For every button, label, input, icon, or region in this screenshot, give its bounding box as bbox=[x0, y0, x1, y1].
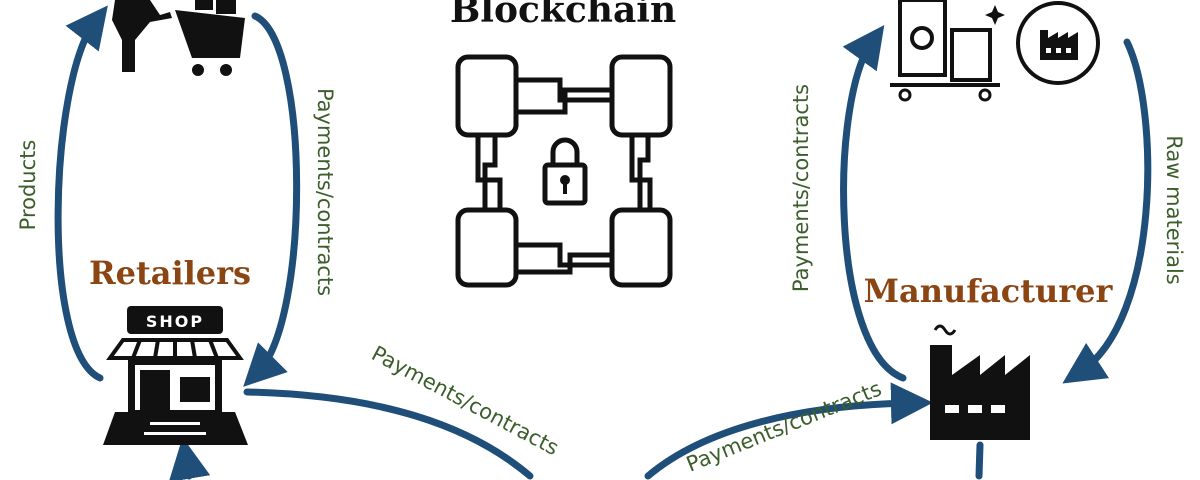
manufacturer-title: Manufacturer bbox=[864, 272, 1114, 310]
products-arrow bbox=[54, 5, 108, 382]
raw-materials-label: Raw materials bbox=[1162, 135, 1186, 284]
bottom-left-arrow bbox=[243, 388, 534, 480]
blockchain-icon bbox=[455, 54, 673, 288]
supplier-goods-icon bbox=[890, 0, 1005, 102]
bottom-payments-left-label: Payments/contracts bbox=[368, 341, 563, 460]
bottom-payments-right-label: Payments/contracts bbox=[683, 376, 885, 476]
bottom-right-arrow bbox=[644, 382, 933, 480]
products-label: Products bbox=[16, 140, 40, 231]
retail-payments-arrow bbox=[243, 12, 301, 387]
supplier-payments-arrow bbox=[840, 24, 907, 382]
raw-materials-arrow bbox=[1062, 38, 1152, 384]
factory-circle-icon bbox=[1016, 1, 1100, 85]
consumer-cart-icon bbox=[112, 0, 245, 76]
retailers-title: Retailers bbox=[89, 254, 251, 292]
supplier-payments-label: Payments/contracts bbox=[789, 84, 813, 292]
blockchain-title: Blockchain bbox=[450, 0, 676, 31]
factory-outbound-arrow bbox=[975, 441, 984, 480]
shop-inbound-arrow bbox=[168, 437, 211, 480]
retail-payments-label: Payments/contracts bbox=[313, 88, 337, 296]
factory-icon bbox=[930, 324, 1030, 440]
shop-icon: SHOP bbox=[103, 306, 248, 445]
lock-icon bbox=[542, 162, 588, 206]
shop-sign: SHOP bbox=[146, 312, 204, 331]
